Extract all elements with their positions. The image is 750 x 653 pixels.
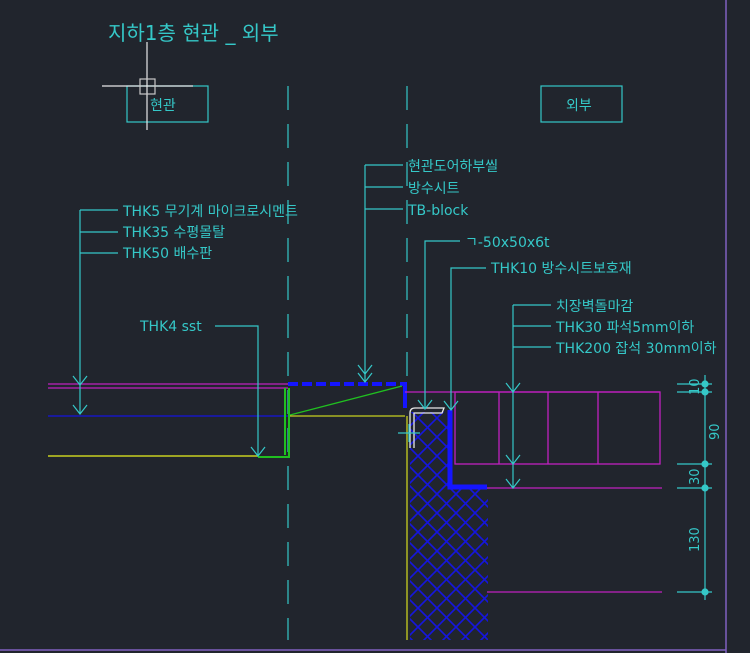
label-tb-block: TB-block — [407, 203, 469, 219]
zone-label-outside: 외부 — [566, 98, 592, 114]
exterior-brick — [405, 391, 662, 593]
label-microcement: THK5 무기계 마이크로시멘트 — [122, 204, 298, 220]
label-steel-angle: ㄱ-50x50x6t — [465, 235, 550, 251]
dim-10-a: 10 — [688, 378, 703, 395]
leader-center — [357, 164, 403, 383]
label-door-seal: 현관도어하부씰 — [408, 159, 498, 175]
interior-floor-layers — [48, 383, 290, 458]
crosshair-cursor-icon — [102, 42, 193, 130]
door-threshold — [288, 382, 407, 417]
leader-left — [72, 209, 118, 415]
drawing-title: 지하1층 현관 _ 외부 — [108, 21, 279, 45]
leader-angle — [417, 240, 460, 410]
leader-sst — [215, 325, 266, 457]
leader-right — [505, 304, 551, 489]
label-rubble: THK200 잡석 30mm이하 — [555, 341, 717, 357]
angle-marker — [398, 424, 420, 442]
label-drain-board: THK50 배수판 — [122, 246, 212, 262]
label-protection: THK10 방수시트보호재 — [490, 261, 632, 277]
dimension-chain — [677, 375, 712, 600]
insulation-block — [406, 410, 488, 640]
zone-box-outside: 외부 — [540, 85, 623, 123]
label-waterproof-sheet: 방수시트 — [408, 181, 460, 197]
dim-130: 130 — [688, 527, 703, 552]
dim-90: 90 — [708, 423, 723, 440]
label-brick: 치장벽돌마감 — [556, 299, 633, 315]
zone-box-inside: 현관 — [126, 85, 209, 123]
leader-protection — [443, 267, 486, 411]
label-sst: THK4 sst — [139, 319, 202, 335]
label-mortar: THK35 수평몰탈 — [122, 225, 225, 241]
zone-label-inside: 현관 — [150, 98, 176, 114]
dim-30: 30 — [688, 468, 703, 485]
label-gravel: THK30 파석5mm이하 — [555, 320, 694, 336]
steel-angle — [409, 407, 445, 448]
